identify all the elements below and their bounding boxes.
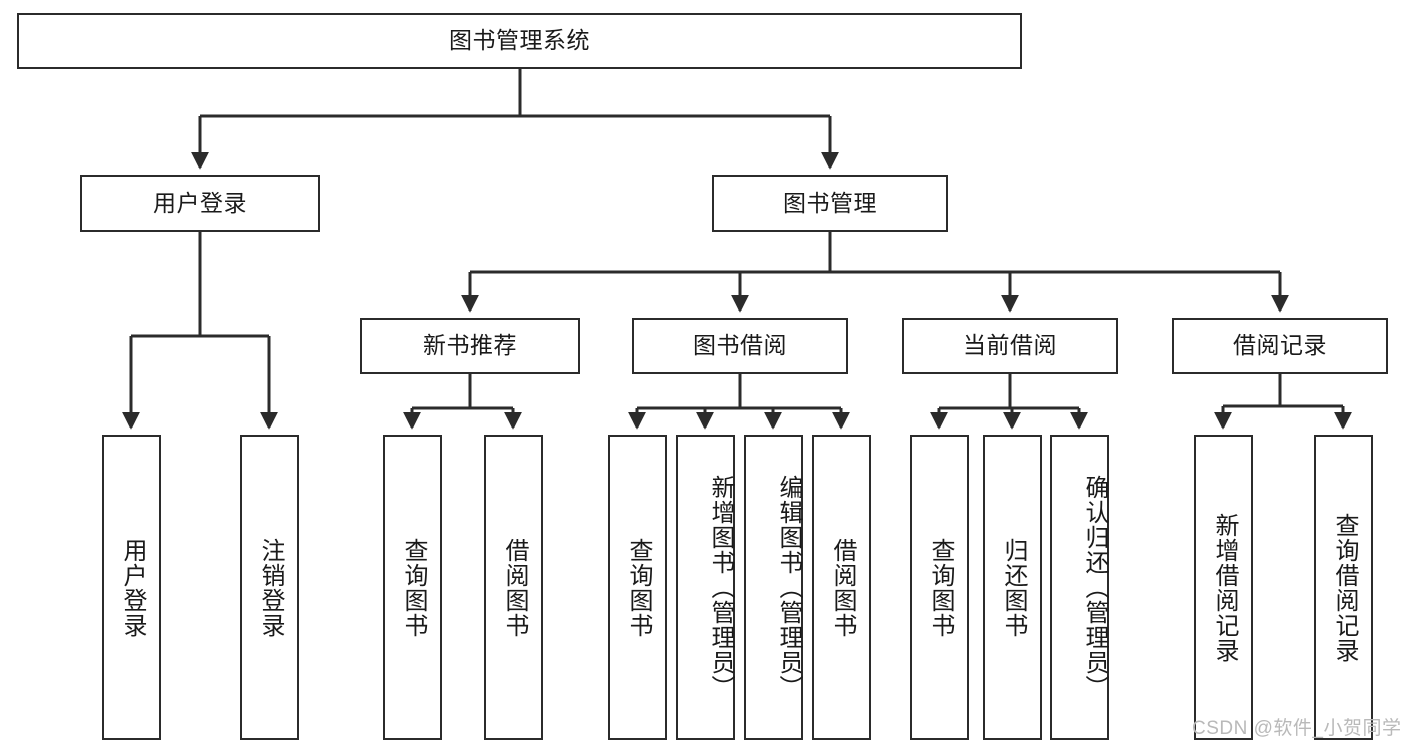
node-new-book-recommend[interactable]: 新书推荐 [360, 318, 580, 374]
leaf-add-borrow-record[interactable]: 新增借阅记录 [1194, 435, 1253, 740]
watermark: CSDN @软件_小贺同学 [1192, 718, 1402, 739]
leaf-user-login-label: 用户登录 [118, 537, 146, 638]
node-current-borrow[interactable]: 当前借阅 [902, 318, 1118, 374]
node-user-login-label: 用户登录 [153, 189, 247, 216]
leaf-query-borrow-record-label: 查询借阅记录 [1330, 512, 1358, 663]
node-book-borrow-label: 图书借阅 [693, 332, 787, 359]
leaf-borrow-book-recommend-label: 借阅图书 [500, 537, 528, 638]
leaf-query-book-recommend[interactable]: 查询图书 [383, 435, 442, 740]
leaf-return-book[interactable]: 归还图书 [983, 435, 1042, 740]
leaf-query-book-current-label: 查询图书 [926, 537, 954, 638]
leaf-edit-book-admin[interactable]: 编辑图书（管理员） [744, 435, 803, 740]
leaf-edit-book-admin-label: 编辑图书（管理员） [775, 475, 802, 700]
leaf-add-book-admin-label: 新增图书（管理员） [707, 475, 734, 700]
leaf-logout-label: 注销登录 [256, 537, 284, 638]
node-user-login[interactable]: 用户登录 [80, 175, 320, 232]
node-borrow-record-label: 借阅记录 [1233, 332, 1327, 359]
node-book-management[interactable]: 图书管理 [712, 175, 948, 232]
node-book-borrow[interactable]: 图书借阅 [632, 318, 848, 374]
leaf-confirm-return-admin-label: 确认归还（管理员） [1081, 475, 1108, 700]
leaf-query-borrow-record[interactable]: 查询借阅记录 [1314, 435, 1373, 740]
leaf-borrow-book-recommend[interactable]: 借阅图书 [484, 435, 543, 740]
leaf-logout[interactable]: 注销登录 [240, 435, 299, 740]
leaf-user-login[interactable]: 用户登录 [102, 435, 161, 740]
leaf-confirm-return-admin[interactable]: 确认归还（管理员） [1050, 435, 1109, 740]
node-root-label: 图书管理系统 [449, 27, 590, 54]
leaf-borrow-book-label: 借阅图书 [828, 537, 856, 638]
leaf-query-book-current[interactable]: 查询图书 [910, 435, 969, 740]
leaf-query-book-recommend-label: 查询图书 [399, 537, 427, 638]
node-current-borrow-label: 当前借阅 [963, 332, 1057, 359]
leaf-borrow-book[interactable]: 借阅图书 [812, 435, 871, 740]
leaf-query-book-borrow-label: 查询图书 [624, 537, 652, 638]
node-new-book-recommend-label: 新书推荐 [423, 332, 517, 359]
node-borrow-record[interactable]: 借阅记录 [1172, 318, 1388, 374]
leaf-add-book-admin[interactable]: 新增图书（管理员） [676, 435, 735, 740]
node-root[interactable]: 图书管理系统 [17, 13, 1022, 69]
leaf-add-borrow-record-label: 新增借阅记录 [1210, 512, 1238, 663]
node-book-management-label: 图书管理 [783, 189, 877, 216]
leaf-query-book-borrow[interactable]: 查询图书 [608, 435, 667, 740]
leaf-return-book-label: 归还图书 [999, 537, 1027, 638]
